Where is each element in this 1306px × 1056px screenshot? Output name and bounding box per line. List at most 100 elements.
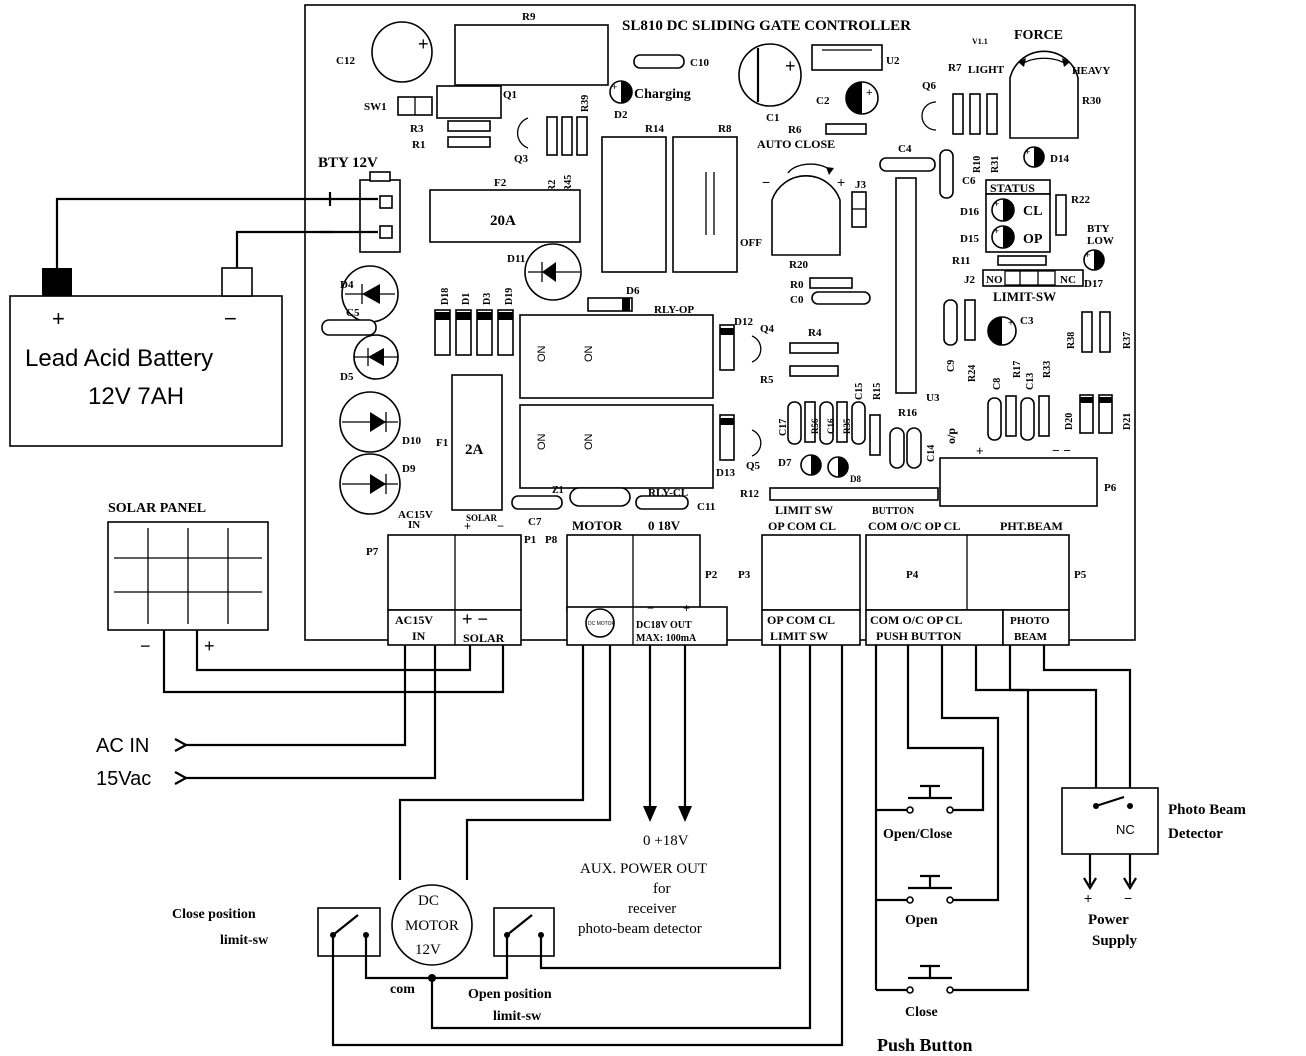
label-d9: D9 xyxy=(402,463,416,475)
ac-in-label: AC IN xyxy=(96,735,149,757)
label-0-18v: 0 18V xyxy=(648,518,681,533)
label-r39: R39 xyxy=(580,95,591,112)
c6-capacitor xyxy=(939,149,954,199)
r16-resistor xyxy=(889,427,905,469)
aux-label-3: receiver xyxy=(628,901,676,917)
r38-resistor xyxy=(1081,311,1093,353)
label-button-top-2: COM O/C OP CL xyxy=(868,519,960,533)
svg-text:+: + xyxy=(837,174,845,190)
r2-resistor xyxy=(546,116,558,156)
photo-wire-2 xyxy=(1042,645,1132,806)
c1-capacitor xyxy=(738,43,802,107)
label-r10: R10 xyxy=(972,156,983,173)
label-c8: C8 xyxy=(992,378,1003,390)
label-p6: P6 xyxy=(1104,482,1117,494)
svg-text:+: + xyxy=(464,519,471,533)
d20-diode xyxy=(1079,394,1094,434)
label-ac15v-top-1: AC15V xyxy=(398,509,433,521)
btn-open-label: Open xyxy=(905,913,938,928)
r22-resistor xyxy=(1055,194,1067,236)
label-d18: D18 xyxy=(440,288,451,305)
label-r56: R56 xyxy=(810,418,820,434)
r1-resistor xyxy=(447,136,491,148)
relay-cl xyxy=(519,404,714,489)
label-d2: D2 xyxy=(614,109,628,121)
label-d8: D8 xyxy=(850,474,861,484)
label-p7: P7 xyxy=(366,546,379,558)
r5-resistor xyxy=(789,365,839,377)
label-r22: R22 xyxy=(1071,194,1090,206)
label-p8: P8 xyxy=(545,534,558,546)
motor-wire-1 xyxy=(398,645,585,880)
c4-capacitor xyxy=(879,157,936,172)
close-button xyxy=(906,964,954,994)
term-solar: SOLAR xyxy=(463,631,505,645)
label-j3: J3 xyxy=(855,179,867,191)
label-r37: R37 xyxy=(1122,332,1133,349)
p6-connector xyxy=(939,457,1098,507)
term-ac15v-1: AC15V xyxy=(395,613,433,627)
c5-capacitor xyxy=(321,319,377,336)
svg-text:+: + xyxy=(866,87,872,99)
term-ac15v-2: IN xyxy=(412,629,426,643)
label-r11: R11 xyxy=(952,255,970,267)
label-r16: R16 xyxy=(898,407,917,419)
svg-text:−: − xyxy=(497,519,504,533)
label-r1: R1 xyxy=(412,139,425,151)
label-p3: P3 xyxy=(738,569,751,581)
photo-beam-label-2: Detector xyxy=(1168,826,1223,842)
r0-resistor xyxy=(809,277,853,289)
solar-panel-grid xyxy=(114,528,262,624)
close-limit-switch xyxy=(317,907,381,957)
r14-resistor xyxy=(601,136,667,273)
battery-negative-terminal xyxy=(221,267,253,297)
r7-resistor xyxy=(952,93,964,135)
photo-nc-label: NC xyxy=(1116,822,1135,837)
label-r15: R15 xyxy=(872,383,883,400)
relay-op-on-1: ON xyxy=(536,345,548,362)
label-button-top: BUTTON xyxy=(872,506,915,517)
battery-connector xyxy=(359,179,401,253)
close-limit-to-board xyxy=(331,645,844,1047)
label-r2: R2 xyxy=(547,180,558,192)
close-limit-label-1: Close position xyxy=(172,907,256,922)
term-dc18v-1: DC18V OUT xyxy=(636,620,692,631)
label-no: NO xyxy=(986,274,1003,286)
label-d20: D20 xyxy=(1064,413,1075,430)
label-q5: Q5 xyxy=(746,460,761,472)
label-d12: D12 xyxy=(734,316,753,328)
label-cl-status: CL xyxy=(1023,204,1042,219)
label-d5: D5 xyxy=(340,371,354,383)
r9-resistor xyxy=(454,24,609,86)
btn-open-close-label: Open/Close xyxy=(883,827,952,842)
term-plus-minus: + − xyxy=(462,609,488,629)
close-limit-label-2: limit-sw xyxy=(220,933,269,948)
d18-diode xyxy=(434,309,451,356)
svg-text:+: + xyxy=(994,226,999,236)
battery-label-2: 12V 7AH xyxy=(88,383,184,410)
label-c12: C12 xyxy=(336,55,355,67)
label-r9: R9 xyxy=(522,11,536,23)
r11-resistor xyxy=(997,255,1047,266)
relay-op-on-2: ON xyxy=(583,345,595,362)
label-bty-12v: BTY 12V xyxy=(318,155,378,171)
photo-beam-detector xyxy=(1061,787,1159,855)
ac-wire-2 xyxy=(185,645,437,780)
label-r8: R8 xyxy=(718,123,732,135)
battery-positive-terminal xyxy=(42,268,72,296)
label-d4: D4 xyxy=(340,279,354,291)
label-r12: R12 xyxy=(740,488,759,500)
open-button xyxy=(906,874,954,904)
aux-label-2: for xyxy=(653,881,671,897)
push-button-caption: Push Button xyxy=(877,1035,973,1055)
label-p4: P4 xyxy=(906,569,919,581)
label-c0: C0 xyxy=(790,294,804,306)
label-d10: D10 xyxy=(402,435,421,447)
r12-header xyxy=(769,487,939,501)
svg-text:+: + xyxy=(994,199,999,209)
label-r24: R24 xyxy=(967,365,978,382)
solar-panel-label: SOLAR PANEL xyxy=(108,501,206,516)
label-limit-sw: LIMIT-SW xyxy=(993,289,1056,304)
svg-text:− −: − − xyxy=(1052,443,1071,458)
c0-capacitor xyxy=(811,291,871,305)
